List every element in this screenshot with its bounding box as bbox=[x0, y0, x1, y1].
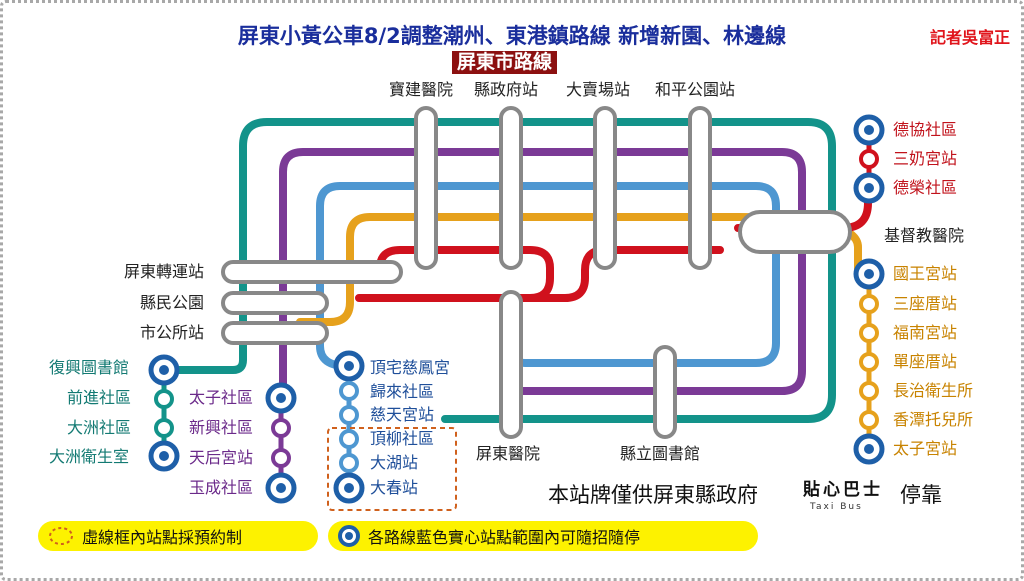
stop-marker bbox=[859, 323, 879, 343]
teal-stop-2: 前進社區 bbox=[67, 388, 132, 407]
orange-stop-5: 長治衛生所 bbox=[893, 381, 974, 400]
stop-marker bbox=[859, 352, 879, 372]
stop-marker bbox=[339, 429, 359, 449]
stop-marker bbox=[271, 418, 291, 438]
purple-stop-1: 太子社區 bbox=[189, 388, 254, 407]
orange-stop-7: 太子宮站 bbox=[893, 439, 958, 458]
stop-marker bbox=[859, 149, 879, 169]
hail-stop-dot bbox=[864, 269, 874, 279]
stop-marker bbox=[339, 453, 359, 473]
stop-marker bbox=[339, 381, 359, 401]
capsule-left-3 bbox=[221, 321, 329, 345]
legend-hail: 各路線藍色實心站點範圍內可隨招隨停 bbox=[328, 521, 758, 551]
hail-stop-dot bbox=[864, 444, 874, 454]
hail-stop-dot bbox=[276, 393, 286, 403]
capsule-top-1 bbox=[414, 106, 438, 270]
hail-stop-dot bbox=[159, 451, 169, 461]
capsule-bottom-1 bbox=[499, 290, 523, 439]
capsule-top-4 bbox=[688, 106, 712, 270]
purple-stop-4: 玉成社區 bbox=[189, 478, 254, 497]
capsule-bottom-2 bbox=[653, 345, 677, 439]
orange-stop-4: 單座厝站 bbox=[893, 352, 958, 371]
orange-stop-2: 三座厝站 bbox=[893, 294, 958, 313]
stop-marker bbox=[859, 410, 879, 430]
station-left-2: 縣民公園 bbox=[140, 293, 205, 312]
teal-route bbox=[156, 118, 836, 423]
teal-stop-1: 復興圖書館 bbox=[49, 358, 130, 377]
station-top-3: 大賣場站 bbox=[566, 80, 631, 99]
blue-stop-6: 大春站 bbox=[370, 478, 419, 497]
hail-stop-dot bbox=[344, 483, 354, 493]
stop-marker bbox=[339, 405, 359, 425]
hub-right-label: 基督教醫院 bbox=[884, 226, 965, 245]
station-left-1: 屏東轉運站 bbox=[124, 262, 205, 281]
capsule-top-3 bbox=[593, 106, 617, 270]
station-bottom-2: 縣立圖書館 bbox=[620, 444, 701, 463]
teal-stop-4: 大洲衛生室 bbox=[49, 447, 130, 466]
solid-stop-icon bbox=[338, 525, 360, 547]
capsule-left-1 bbox=[221, 260, 403, 284]
orange-stop-6: 香潭托兒所 bbox=[893, 410, 974, 429]
stop-marker bbox=[271, 448, 291, 468]
orange-stop-3: 福南宮站 bbox=[893, 323, 958, 342]
red-stop-1: 德協社區 bbox=[893, 120, 958, 139]
station-top-1: 寶建醫院 bbox=[389, 80, 454, 99]
teal-stop-3: 大洲社區 bbox=[67, 418, 132, 437]
red-stop-3: 德榮社區 bbox=[893, 178, 958, 197]
brand-logo: 貼心巴士 bbox=[803, 480, 883, 500]
hail-stop-dot bbox=[159, 365, 169, 375]
reporter-credit: 記者吳富正 bbox=[930, 28, 1011, 47]
station-top-4: 和平公園站 bbox=[655, 80, 736, 99]
red-stop-2: 三奶宮站 bbox=[893, 149, 958, 168]
stop-marker bbox=[859, 294, 879, 314]
hail-stop-dot bbox=[864, 183, 874, 193]
hail-stop-dot bbox=[864, 125, 874, 135]
stop-marker bbox=[154, 418, 174, 438]
purple-stop-3: 天后宮站 bbox=[189, 448, 254, 467]
capsule-hub-right bbox=[738, 210, 852, 254]
reservation-zone bbox=[327, 427, 457, 511]
blue-stop-3: 慈天宮站 bbox=[370, 405, 435, 424]
station-top-2: 縣政府站 bbox=[474, 80, 539, 99]
purple-route bbox=[279, 148, 806, 403]
legend-reservation: 虛線框內站點採預約制 bbox=[38, 521, 318, 551]
orange-stop-1: 國王宮站 bbox=[893, 264, 958, 283]
station-bottom-1: 屏東醫院 bbox=[476, 444, 541, 463]
blue-stop-5: 大湖站 bbox=[370, 453, 419, 472]
capsule-top-2 bbox=[499, 106, 523, 270]
hail-stop-dot bbox=[344, 361, 354, 371]
stop-marker bbox=[859, 381, 879, 401]
station-left-3: 市公所站 bbox=[140, 323, 205, 342]
legend-reservation-text: 虛線框內站點採預約制 bbox=[82, 528, 243, 547]
dashed-circle-icon bbox=[49, 527, 73, 545]
section-title: 屏東市路線 bbox=[452, 51, 558, 74]
purple-stop-2: 新興社區 bbox=[189, 418, 254, 437]
notice-stop-word: 停靠 bbox=[900, 483, 942, 507]
legend-hail-text: 各路線藍色實心站點範圍內可隨招隨停 bbox=[368, 528, 641, 547]
hail-stop-dot bbox=[276, 483, 286, 493]
headline: 屏東小黃公車8/2調整潮州、東港鎮路線 新增新園、林邊線 bbox=[237, 24, 787, 48]
notice-text: 本站牌僅供屏東縣政府 bbox=[548, 483, 758, 507]
stop-marker bbox=[154, 389, 174, 409]
brand-subtitle: Taxi Bus bbox=[810, 502, 863, 512]
blue-stop-1: 頂宅慈鳳宮 bbox=[370, 358, 451, 377]
blue-stop-2: 歸來社區 bbox=[370, 382, 435, 401]
capsule-left-2 bbox=[221, 291, 329, 315]
blue-stop-4: 頂柳社區 bbox=[370, 429, 435, 448]
